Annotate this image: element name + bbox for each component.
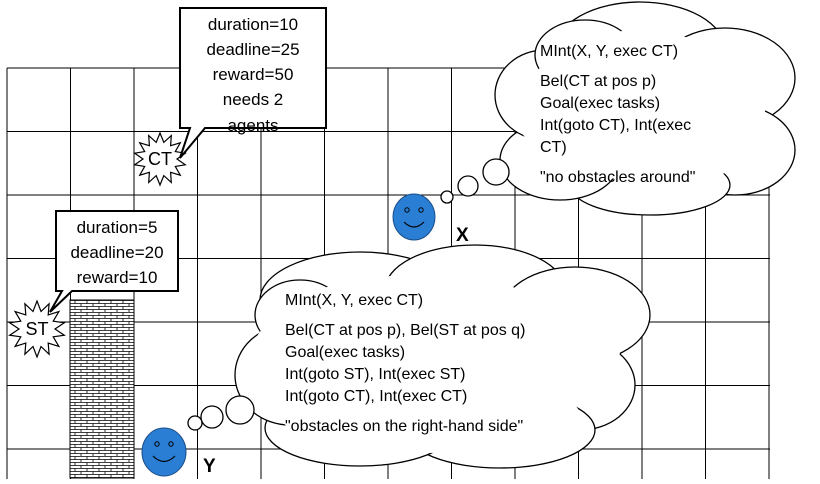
agent-y-thought-6: "obstacles on the right-hand side" [285, 418, 523, 435]
agent-y: Y [141, 427, 216, 477]
agent-x-thought-4: Int(goto CT), Int(exec [540, 117, 691, 134]
agent-y-thought-5: Int(goto CT), Int(exec CT) [285, 388, 467, 405]
task-st-star-icon [8, 299, 66, 359]
agent-y-thought-cloud: MInt(X, Y, exec CT) Bel(CT at pos p), Be… [187, 244, 651, 469]
task-ct-info-5: agents [227, 116, 278, 135]
agent-y-label: Y [203, 456, 216, 477]
task-ct-info-1: duration=10 [208, 15, 298, 34]
agent-x: X [392, 193, 469, 246]
agent-y-thought-3: Goal(exec tasks) [285, 344, 405, 361]
task-st-info-1: duration=5 [77, 218, 158, 237]
task-st: ST [8, 299, 66, 359]
agent-x-thought-5: CT) [540, 139, 567, 156]
task-ct-star-icon [133, 131, 187, 187]
agent-y-thought-1: MInt(X, Y, exec CT) [285, 292, 423, 309]
task-ct-label: CT [148, 149, 172, 169]
task-ct-info-4: needs 2 [223, 90, 284, 109]
task-st-info-3: reward=10 [77, 268, 158, 287]
task-ct-callout: duration=10 deadline=25 reward=50 needs … [179, 7, 327, 159]
agent-y-smiley-icon [141, 427, 187, 477]
task-st-info-2: deadline=20 [70, 243, 163, 262]
task-ct-info-3: reward=50 [213, 65, 294, 84]
agent-x-thought-1: MInt(X, Y, exec CT) [540, 43, 678, 60]
task-ct: CT [133, 131, 187, 187]
task-st-label: ST [25, 319, 48, 339]
obstacle-wall [69, 299, 135, 479]
agent-x-thought-6: "no obstacles around" [540, 169, 695, 186]
agent-x-thought-2: Bel(CT at pos p) [540, 73, 656, 90]
task-st-callout: duration=5 deadline=20 reward=10 [49, 210, 179, 313]
agent-x-label: X [456, 225, 469, 246]
agent-y-thought-2: Bel(CT at pos p), Bel(ST at pos q) [285, 322, 525, 339]
agent-x-thought-cloud: MInt(X, Y, exec CT) Bel(CT at pos p) Goa… [440, 1, 796, 216]
agent-x-smiley-icon [392, 193, 436, 241]
task-ct-info-2: deadline=25 [206, 40, 299, 59]
agent-x-thought-3: Goal(exec tasks) [540, 95, 660, 112]
agent-y-thought-4: Int(goto ST), Int(exec ST) [285, 366, 466, 383]
